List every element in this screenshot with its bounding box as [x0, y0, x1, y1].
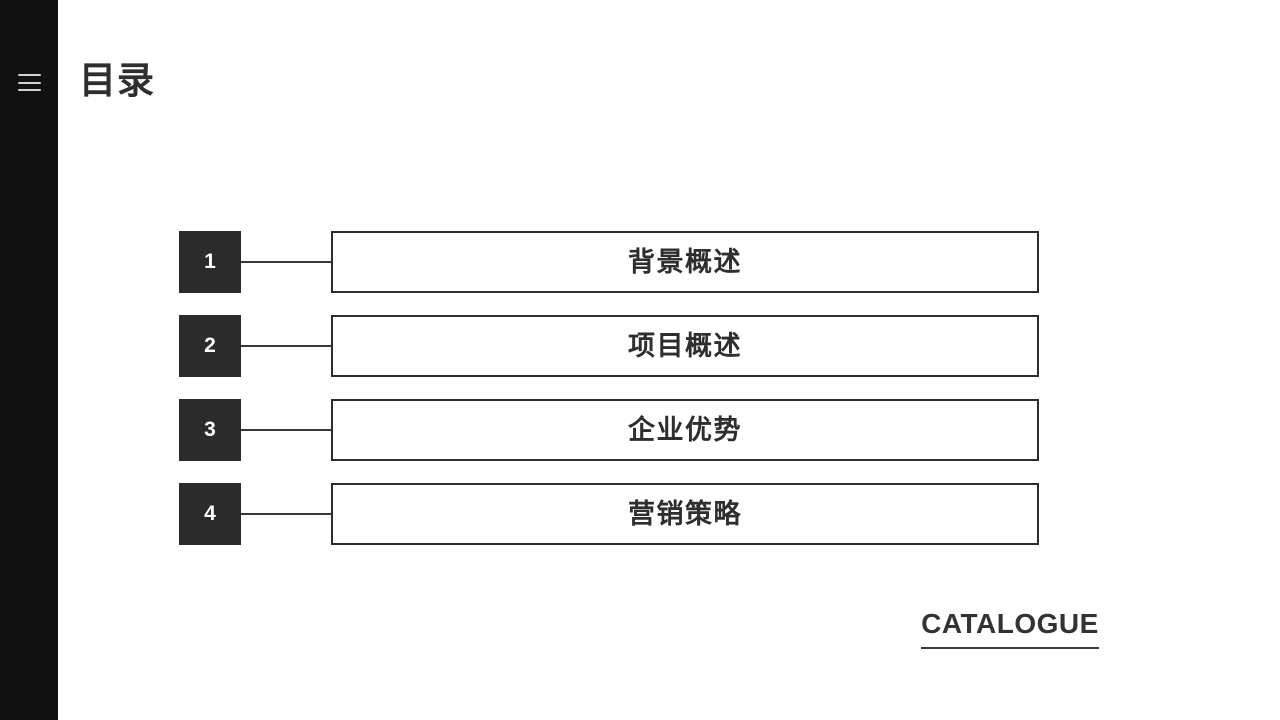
toc-title-label: 企业优势 [628, 414, 742, 445]
hamburger-line-2 [18, 81, 41, 84]
toc-row[interactable]: 3 企业优势 [179, 399, 1100, 461]
toc-title-label: 项目概述 [628, 330, 742, 361]
toc-connector-line [241, 231, 331, 293]
toc-row[interactable]: 4 营销策略 [179, 483, 1100, 545]
toc-number-label: 3 [204, 418, 216, 441]
toc-number-badge: 4 [179, 483, 241, 545]
toc-number-label: 1 [204, 250, 216, 273]
toc-number-label: 4 [204, 502, 216, 525]
hamburger-line-3 [18, 89, 41, 91]
footer-catalogue-mark: CATALOGUE [921, 607, 1099, 649]
toc-title-box[interactable]: 企业优势 [331, 399, 1039, 461]
toc-title-box[interactable]: 项目概述 [331, 315, 1039, 377]
left-sidebar [0, 0, 58, 720]
footer-underline-rule [921, 646, 1099, 649]
hamburger-menu-icon[interactable] [18, 74, 41, 91]
toc-number-label: 2 [204, 334, 216, 357]
footer-catalogue-label: CATALOGUE [921, 608, 1099, 639]
toc-number-badge: 1 [179, 231, 241, 293]
toc-row[interactable]: 2 项目概述 [179, 315, 1100, 377]
toc-connector-line [241, 315, 331, 377]
toc-title-label: 营销策略 [628, 498, 742, 529]
toc-number-badge: 2 [179, 315, 241, 377]
toc-row[interactable]: 1 背景概述 [179, 231, 1100, 293]
table-of-contents-list: 1 背景概述 2 项目概述 3 企业优势 [179, 231, 1100, 545]
toc-title-label: 背景概述 [628, 246, 742, 277]
hamburger-line-1 [18, 74, 41, 76]
toc-connector-line [241, 483, 331, 545]
toc-title-box[interactable]: 营销策略 [331, 483, 1039, 545]
toc-connector-line [241, 399, 331, 461]
toc-title-box[interactable]: 背景概述 [331, 231, 1039, 293]
page-title: 目录 [79, 60, 155, 101]
toc-number-badge: 3 [179, 399, 241, 461]
